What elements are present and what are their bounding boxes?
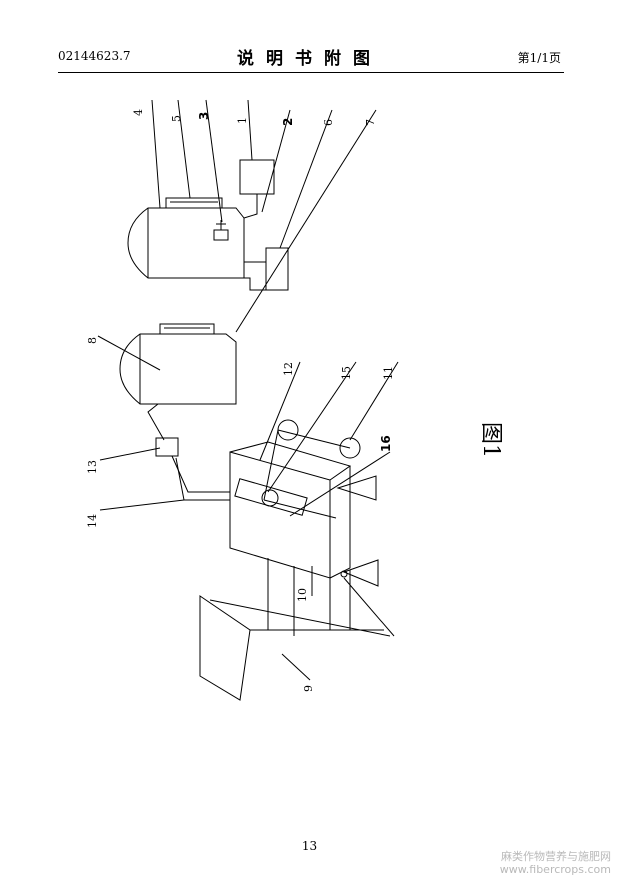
label-1: 1 xyxy=(236,117,249,124)
leader-lines xyxy=(97,99,399,681)
pipe-14 xyxy=(171,455,230,493)
label-5: 5 xyxy=(170,115,183,122)
label-14: 14 xyxy=(86,514,99,528)
label-12: 12 xyxy=(282,362,295,376)
box-1 xyxy=(239,159,275,195)
nozzle-lower xyxy=(342,559,379,587)
page-title: 说明书附图 xyxy=(237,49,382,69)
nozzle-upper xyxy=(336,475,377,501)
pump-13 xyxy=(155,437,179,457)
application-number: 02144623.7 xyxy=(58,49,131,63)
platform-9 xyxy=(199,595,384,701)
tank-8 xyxy=(119,323,237,405)
header-rule xyxy=(58,72,564,73)
label-4: 4 xyxy=(132,109,145,116)
figure-labels: 4 5 3 1 2 6 7 8 12 15 11 16 13 14 10 9 xyxy=(86,109,395,692)
figure-caption: 图1 xyxy=(478,422,503,458)
valve-lower xyxy=(340,570,348,578)
label-2: 2 xyxy=(281,118,295,126)
sensor-3 xyxy=(213,220,229,241)
page-number: 13 xyxy=(301,839,318,853)
label-7: 7 xyxy=(364,119,377,126)
label-9: 9 xyxy=(302,685,315,692)
connector-2 xyxy=(243,194,258,219)
label-16: 16 xyxy=(379,435,393,452)
pipe-14-lower xyxy=(175,457,230,501)
tank-4 xyxy=(127,197,245,279)
watermark-line-2: www.fibercrops.com xyxy=(499,863,611,876)
stand-10 xyxy=(209,558,395,637)
watermark-line-1: 麻类作物营养与施肥网 xyxy=(501,850,611,863)
label-11: 11 xyxy=(382,366,395,380)
watermark: 麻类作物营养与施肥网 www.fibercrops.com xyxy=(500,850,611,876)
pipe-8-to-13 xyxy=(147,403,165,441)
page-indicator: 第1/1页 xyxy=(517,51,561,65)
label-8: 8 xyxy=(86,337,99,344)
label-6: 6 xyxy=(322,119,335,126)
pipe-4-to-6 xyxy=(244,261,266,291)
label-15: 15 xyxy=(340,366,353,380)
housing-12 xyxy=(229,441,352,579)
label-10: 10 xyxy=(296,588,309,602)
label-3: 3 xyxy=(197,112,211,120)
plate-16 xyxy=(234,478,308,516)
conveyor-15 xyxy=(261,419,361,519)
box-6 xyxy=(265,247,289,291)
label-13: 13 xyxy=(86,460,99,474)
